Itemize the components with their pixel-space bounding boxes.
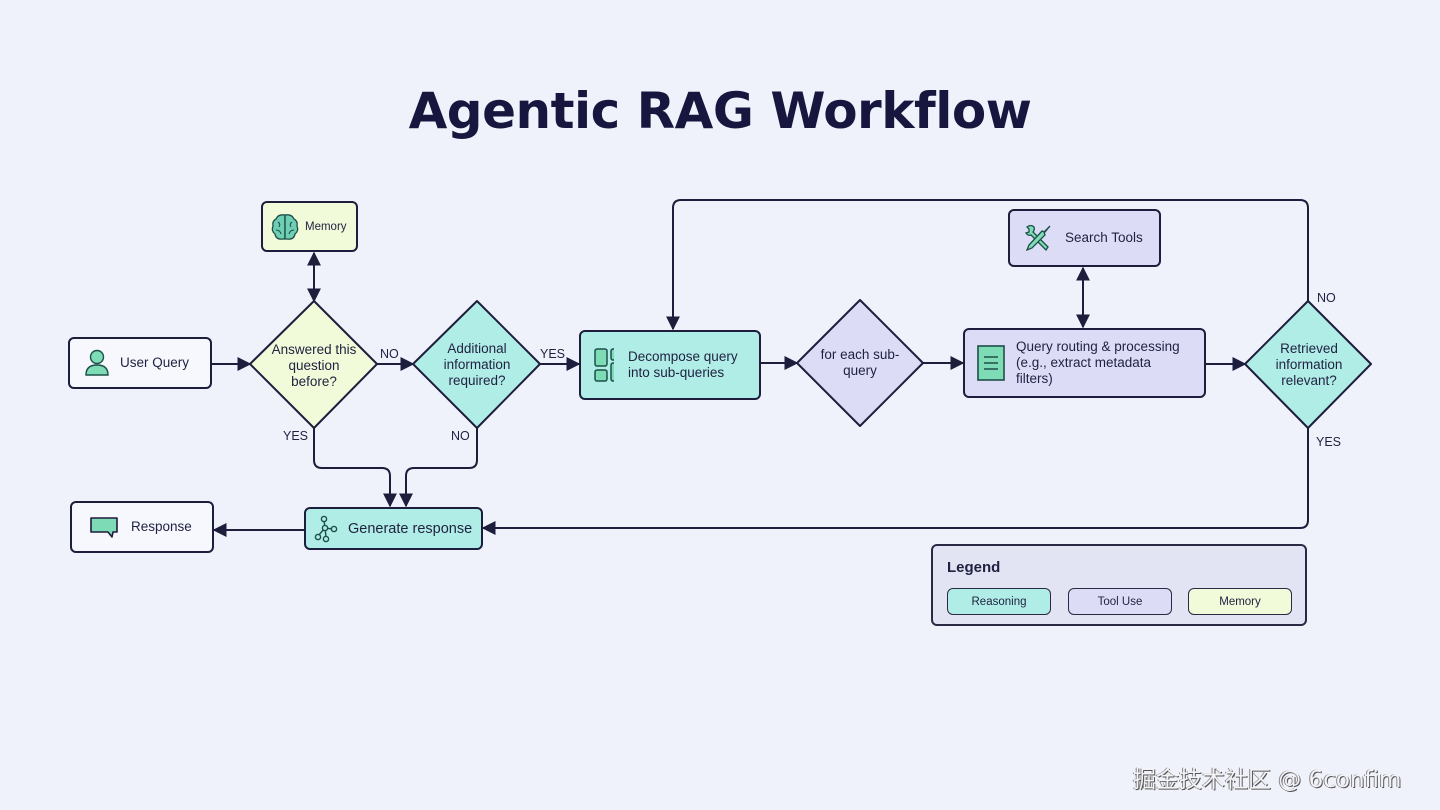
query-routing-label: Query routing & processing (e.g., extrac…: [1016, 339, 1180, 386]
brain-icon: [271, 213, 299, 240]
node-decompose[interactable]: Decompose query into sub-queries: [579, 330, 761, 400]
user-query-label: User Query: [120, 355, 190, 370]
chat-bubble-icon: [90, 517, 118, 538]
memory-label: Memory: [305, 220, 347, 233]
edge-label-answered-yes: YES: [283, 429, 309, 443]
edge-label-additional-no: NO: [451, 429, 470, 443]
legend-item-reasoning: Reasoning: [947, 588, 1051, 615]
network-nodes-icon: [314, 515, 338, 542]
node-generate-response[interactable]: Generate response: [304, 507, 483, 550]
edge-label-relevant-no: NO: [1317, 291, 1336, 305]
node-memory[interactable]: Memory: [261, 201, 358, 252]
document-icon: [977, 345, 1005, 381]
edge-label-relevant-yes: YES: [1316, 435, 1342, 449]
edge-retrieved-yes-generate: [481, 428, 1309, 535]
legend-item-memory: Memory: [1188, 588, 1292, 615]
answered-before-text: Answered this question before?: [271, 342, 357, 389]
edge-label-answered-no: NO: [380, 347, 399, 361]
legend-item-tool-use: Tool Use: [1068, 588, 1172, 615]
retrieved-relevant-text: Retrieved information relevant?: [1275, 341, 1343, 388]
additional-info-text: Additional information required?: [443, 341, 511, 388]
legend-title: Legend: [947, 559, 1001, 576]
decision-retrieved-relevant: [1244, 300, 1372, 429]
tools-icon: [1024, 224, 1051, 252]
search-tools-label: Search Tools: [1065, 230, 1143, 245]
edge-answered-yes-generate: [313, 428, 397, 508]
node-query-routing[interactable]: Query routing & processing (e.g., extrac…: [963, 328, 1206, 398]
response-label: Response: [131, 519, 192, 534]
edge-retrieved-no-loop: [666, 199, 1309, 331]
decision-answered-before: [249, 300, 378, 429]
watermark: 掘金技术社区 @ 6confim: [1133, 767, 1402, 793]
for-each-text: for each sub-query: [820, 347, 900, 378]
legend: Legend Reasoning Tool Use Memory: [931, 544, 1307, 626]
node-search-tools[interactable]: Search Tools: [1008, 209, 1161, 267]
edge-label-additional-yes: YES: [540, 347, 566, 361]
user-icon: [85, 349, 109, 376]
decision-additional-info: [412, 300, 541, 429]
node-response[interactable]: Response: [70, 501, 214, 553]
generate-response-label: Generate response: [348, 520, 473, 537]
decompose-label: Decompose query into sub-queries: [628, 349, 738, 380]
node-user-query[interactable]: User Query: [68, 337, 212, 389]
edge-additional-no-generate: [399, 428, 478, 508]
page-title: Agentic RAG Workflow: [408, 82, 1032, 140]
decision-for-each: [796, 299, 924, 427]
layout-grid-icon: [594, 348, 615, 382]
